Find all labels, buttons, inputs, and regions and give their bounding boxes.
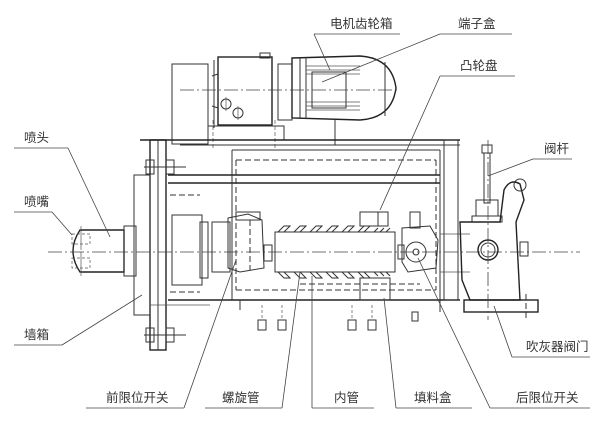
cam-disc-shape — [405, 241, 427, 263]
mounting-nuts — [257, 305, 419, 331]
spiral-tube-assembly — [274, 211, 420, 301]
sootblower-valve-assembly — [443, 139, 539, 320]
front-limit-switch-assembly — [211, 211, 273, 273]
wall-box-flange — [133, 139, 210, 351]
rear-limit-switch-assembly — [397, 211, 470, 273]
inner-tube-body — [274, 231, 396, 273]
motor-body — [291, 55, 397, 121]
motor-bracket — [171, 63, 209, 145]
label-terminal-box: 端子盒 — [458, 16, 496, 31]
spray-head-body — [72, 229, 125, 273]
motor-gearbox-assembly — [171, 52, 398, 150]
label-spray-head: 喷头 — [24, 130, 49, 145]
label-valve-stem: 阀杆 — [544, 141, 570, 156]
label-wall-box: 墙箱 — [24, 327, 49, 342]
valve-stem-top — [481, 144, 493, 154]
label-sootblower-valve: 吹灰器阀门 — [526, 339, 589, 354]
label-nozzle: 喷嘴 — [24, 194, 50, 209]
spiral-thread-upper — [277, 225, 391, 233]
valve-base-flange — [463, 299, 539, 313]
label-motor-gearbox: 电机齿轮箱 — [330, 16, 393, 31]
part-labels: 电机齿轮箱 端子盒 凸轮盘 阀杆 喷头 喷嘴 墙箱 前限位开关 螺旋管 内管 填… — [24, 16, 589, 405]
label-front-limit-switch: 前限位开关 — [106, 390, 169, 405]
gearbox-body — [217, 56, 273, 126]
packing-box-lower — [359, 277, 391, 301]
leader-lines — [14, 33, 590, 409]
label-rear-limit-switch: 后限位开关 — [516, 390, 579, 405]
label-packing-box: 填料盒 — [414, 390, 452, 405]
valve-stem — [483, 152, 491, 204]
label-inner-tube: 内管 — [334, 390, 359, 405]
main-housing — [140, 139, 460, 331]
spray-head — [71, 225, 137, 277]
packing-box-upper — [359, 211, 379, 227]
label-spiral-tube: 螺旋管 — [222, 390, 260, 405]
label-cam-disc: 凸轮盘 — [460, 58, 498, 73]
spiral-thread-lower — [277, 271, 391, 279]
